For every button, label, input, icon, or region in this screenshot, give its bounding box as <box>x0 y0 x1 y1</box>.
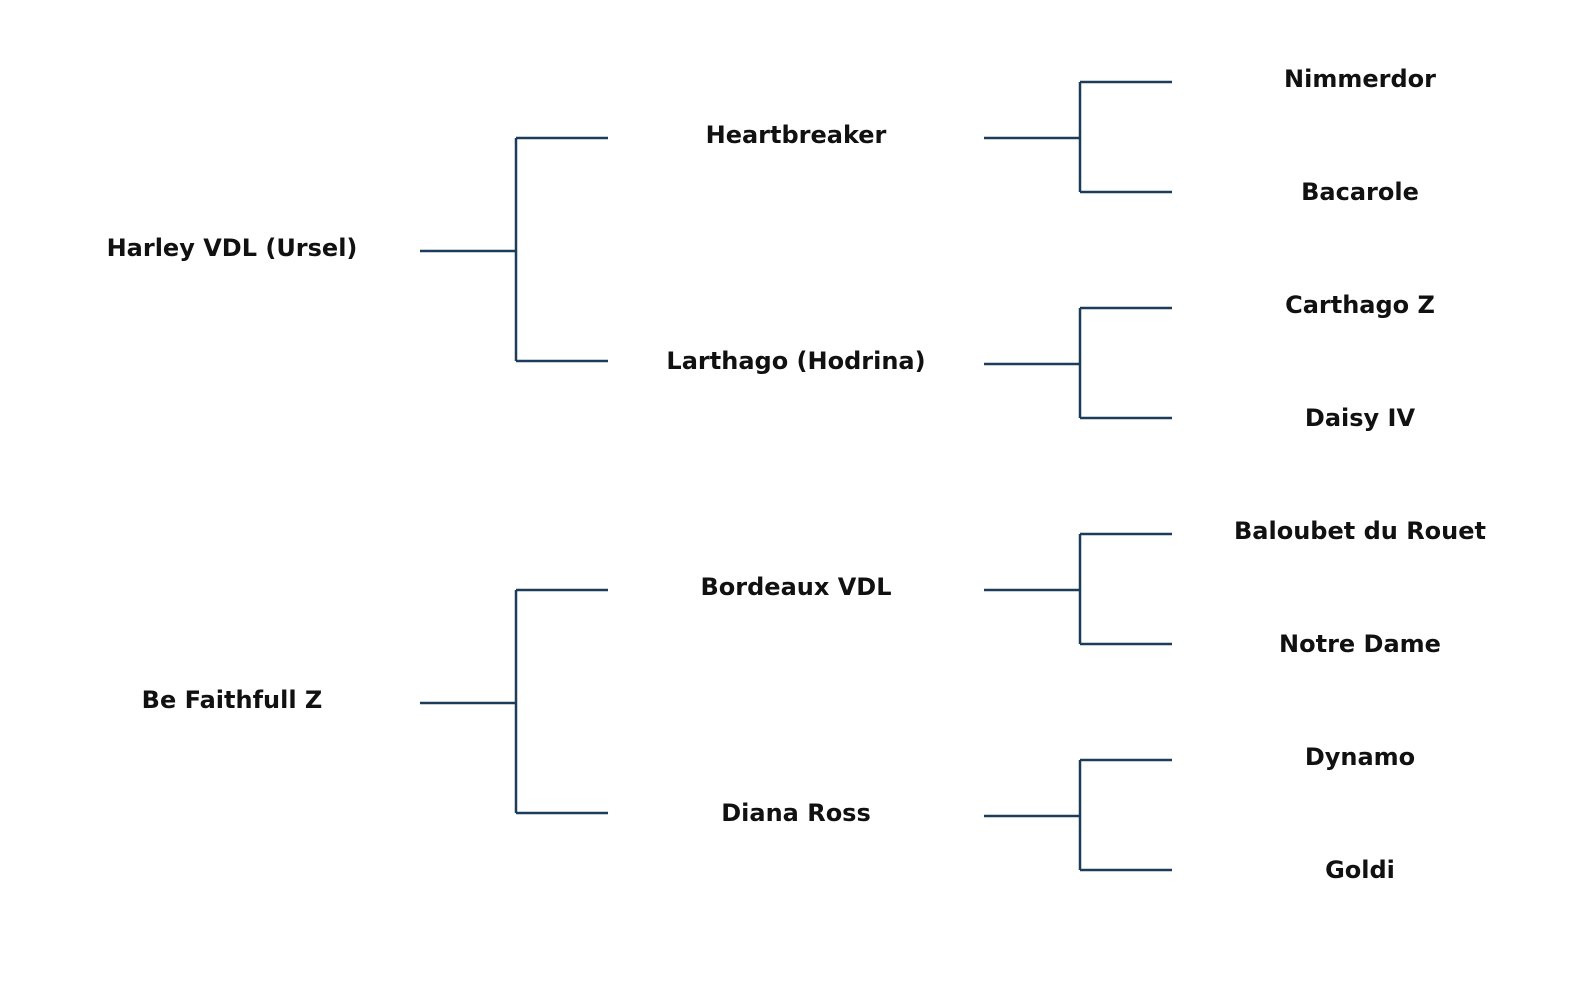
dam-name: Be Faithfull Z <box>141 686 323 714</box>
paternal-granddam-name: Larthago (Hodrina) <box>666 347 926 375</box>
great-grandparent-name: Goldi <box>1325 856 1395 884</box>
great-grandparent-name: Bacarole <box>1301 178 1419 206</box>
great-grandparent-name: Nimmerdor <box>1284 65 1436 93</box>
great-grandparent-name: Carthago Z <box>1285 291 1435 319</box>
paternal-grandsire-name: Heartbreaker <box>705 121 887 149</box>
great-grandparent-name: Dynamo <box>1304 743 1416 771</box>
sire-name: Harley VDL (Ursel) <box>106 234 358 262</box>
maternal-grandsire-name: Bordeaux VDL <box>700 573 892 601</box>
maternal-granddam-name: Diana Ross <box>721 799 871 827</box>
great-grandparent-name: Notre Dame <box>1279 630 1441 658</box>
great-grandparent-name: Daisy IV <box>1304 404 1416 432</box>
great-grandparent-name: Baloubet du Rouet <box>1234 517 1486 545</box>
